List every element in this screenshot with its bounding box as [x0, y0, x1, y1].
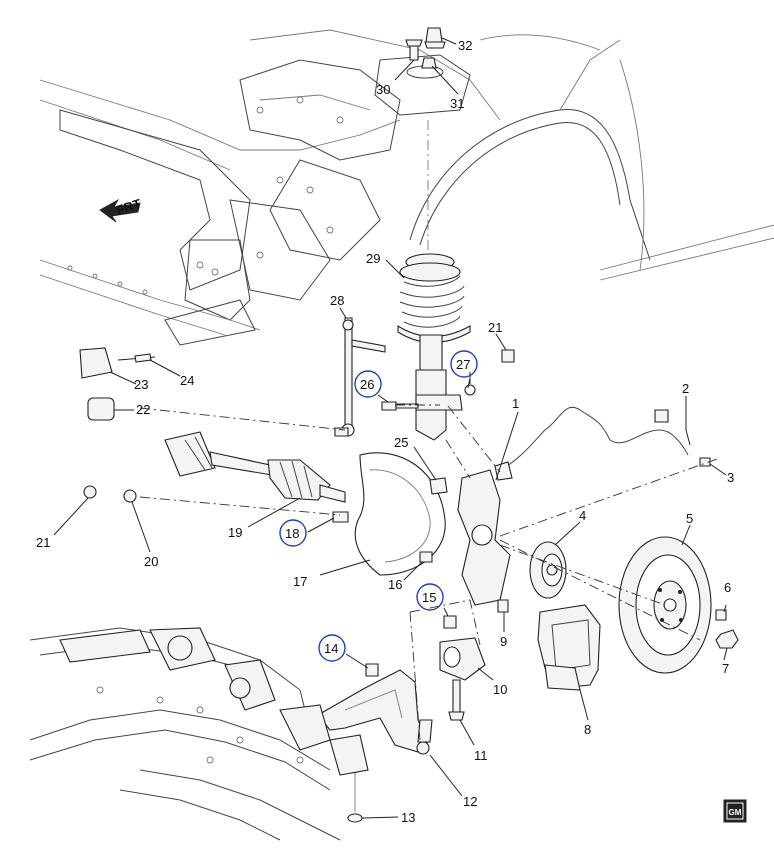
- callout-15: 15: [422, 590, 436, 605]
- callout-3: 3: [727, 470, 734, 485]
- callout-29: 29: [366, 251, 380, 266]
- callout-31: 31: [450, 96, 464, 111]
- callout-15-circle: [416, 583, 444, 611]
- callout-2: 2: [682, 381, 689, 396]
- front-direction-arrow: FRT: [99, 196, 143, 223]
- callout-14-circle: [318, 634, 346, 662]
- callout-labels: 1 2 3 4 5 6 7 8 9 10 11 12 13 14 15 16 1…: [36, 38, 734, 825]
- callout-25: 25: [394, 435, 408, 450]
- rotor-fasteners: [715, 609, 739, 649]
- callout-8: 8: [584, 722, 591, 737]
- callout-20: 20: [144, 554, 158, 569]
- misc-fasteners: [134, 349, 515, 677]
- drive-axle: [164, 431, 346, 503]
- callout-17: 17: [293, 574, 307, 589]
- callout-19: 19: [228, 525, 242, 540]
- splash-shield: [354, 452, 446, 576]
- strut-mount-fasteners: [394, 27, 459, 95]
- fender-panel: [409, 34, 774, 281]
- callout-13: 13: [401, 810, 415, 825]
- callout-26-circle: [354, 370, 382, 398]
- wheel-speed-sensor-harness: [494, 407, 711, 481]
- callout-26: 26: [360, 377, 374, 392]
- lower-control-arm: [317, 669, 433, 755]
- brake-rotor: [618, 536, 712, 674]
- callout-21-right: 21: [488, 320, 502, 335]
- strut-assembly: [397, 120, 476, 441]
- callout-18-circle: [279, 519, 307, 547]
- callout-1: 1: [512, 396, 519, 411]
- front-direction-label: FRT: [114, 196, 143, 218]
- gm-logo: GM: [723, 799, 747, 823]
- callout-5: 5: [686, 511, 693, 526]
- callout-21-left: 21: [36, 535, 50, 550]
- callout-leaders: [53, 259, 728, 819]
- callout-22: 22: [136, 402, 150, 417]
- callout-9: 9: [500, 634, 507, 649]
- callout-16: 16: [388, 577, 402, 592]
- callout-32: 32: [458, 38, 472, 53]
- callout-11: 11: [474, 748, 488, 763]
- callout-24: 24: [180, 373, 194, 388]
- control-arm-bushing: [439, 615, 486, 721]
- vehicle-body-frame: [39, 29, 501, 346]
- callout-30: 30: [376, 82, 390, 97]
- callout-7: 7: [722, 661, 729, 676]
- callout-6: 6: [724, 580, 731, 595]
- callout-4: 4: [579, 508, 586, 523]
- gm-logo-text: GM: [729, 808, 742, 817]
- brake-caliper: [537, 604, 601, 691]
- callout-10: 10: [493, 682, 507, 697]
- stabilizer-link: [334, 317, 386, 437]
- assembly-reference-lines: [139, 404, 721, 741]
- callout-28: 28: [330, 293, 344, 308]
- callout-18: 18: [285, 526, 299, 541]
- callout-12: 12: [463, 794, 477, 809]
- callout-27: 27: [456, 357, 470, 372]
- callout-23: 23: [134, 377, 148, 392]
- engine-cradle-steering-gear: [29, 627, 369, 841]
- callout-27-circle: [450, 350, 478, 378]
- callout-14: 14: [324, 641, 338, 656]
- stabilizer-bar: [27, 347, 156, 503]
